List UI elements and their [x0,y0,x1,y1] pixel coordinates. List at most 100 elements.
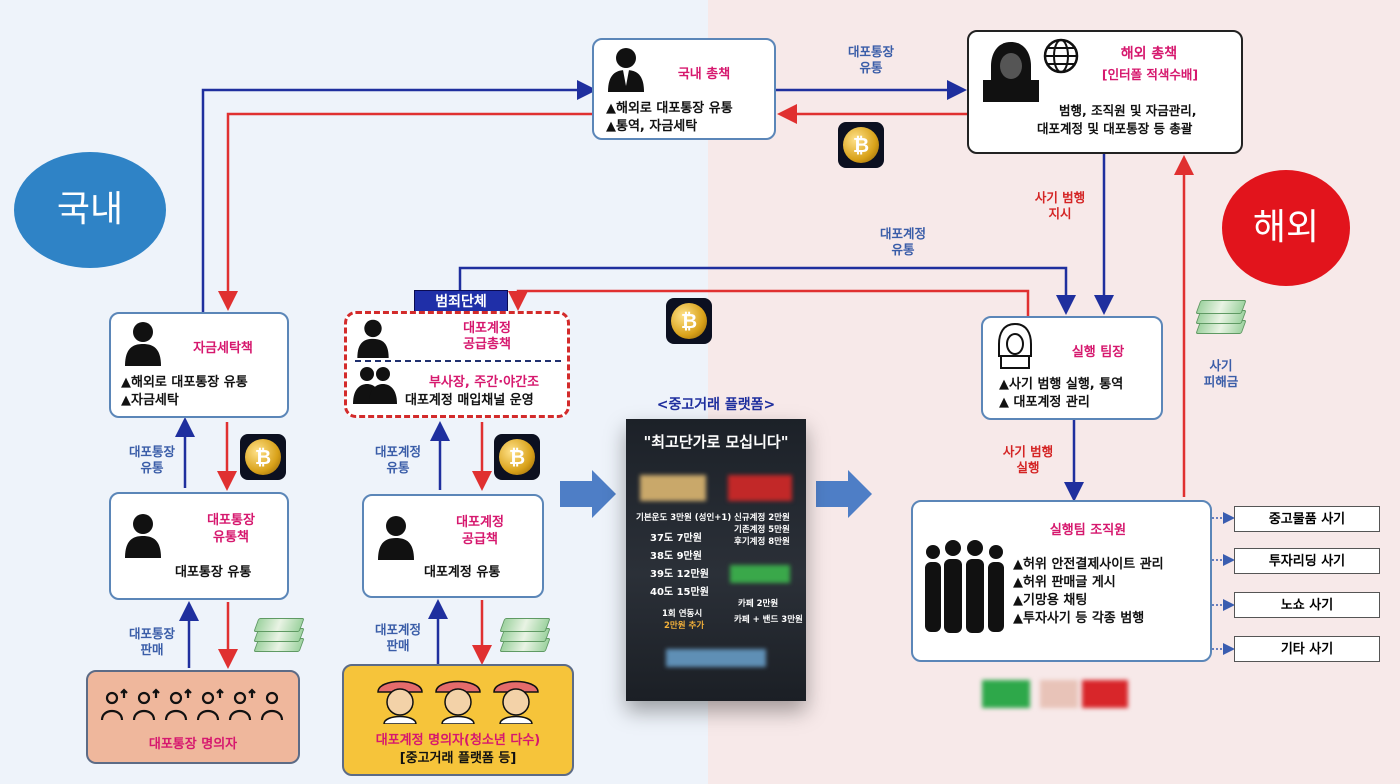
exec-team-line-1: ▲허위 안전결제사이트 관리 [1013,557,1164,572]
person-icon [125,514,161,558]
acct-supplier-title-2: 공급책 [462,532,498,547]
overseas-boss-box: 해외 총책 [인터폴 적색수배] 범행, 조직원 및 자금관리, 대포계정 및 … [967,30,1243,154]
ad-left-2: 37도 7만원 [650,533,702,544]
domestic-boss-line-1: ▲해외로 대포통장 유통 [606,101,733,116]
overseas-boss-line-1: 범행, 조직원 및 자금관리, [1059,103,1197,118]
ad-left-1: 기본운도 3만원 (성인+1) [636,513,732,523]
exec-leader-box: 실행 팀장 ▲사기 범행 실행, 통역 ▲ 대포계정 관리 [981,316,1163,420]
acct-supplier-line: 대포계정 유통 [424,565,501,580]
students-icons [377,680,539,724]
scam-type-noshow: 노쇼 사기 [1234,592,1380,618]
domestic-boss-line-2: ▲통역, 자금세탁 [606,119,698,134]
platform-label: <중고거래 플랫폼> [656,397,776,413]
ad-right-4: 카페 2만원 [738,599,779,609]
blur-block [982,680,1030,708]
globe-icon [1043,38,1079,74]
cash-icon [1192,294,1247,338]
exec-team-line-4: ▲투자사기 등 각종 범행 [1013,611,1145,626]
domestic-label: 국내 [56,189,124,230]
acct-holders-sub: [중고거래 플랫폼 등] [399,751,517,766]
exec-leader-line-1: ▲사기 범행 실행, 통역 [999,377,1124,392]
scam-type-used-goods: 중고물품 사기 [1234,506,1380,532]
laundering-line-2: ▲자금세탁 [121,393,179,408]
acct-supply-boss-title-2: 공급총책 [463,337,511,352]
bank-distributor-title-1: 대포통장 [207,513,255,528]
bank-distributor-box: 대포통장 유통책 대포통장 유통 [109,492,289,600]
crowd-icon [925,540,1004,633]
cash-icon [496,612,551,656]
ad-left-5: 40도 15만원 [650,587,709,598]
hacker-icon [998,322,1032,369]
group-icon [353,367,397,404]
ad-left-3: 38도 9만원 [650,551,702,562]
exec-team-title: 실행팀 조직원 [1049,523,1127,538]
person-icon [608,48,644,92]
scam-type-other: 기타 사기 [1234,636,1380,662]
ad-right-1: 신규계정 2만원 [734,513,790,523]
acct-supply-boss-subtitle: 부사장, 주간·야간조 [428,375,540,390]
domestic-boss-title: 국내 총책 [677,67,731,82]
overseas-boss-subtitle: [인터폴 적색수배] [1101,67,1199,82]
bitcoin-icon: ₿ [838,122,884,168]
acct-supplier-title-1: 대포계정 [456,515,504,530]
overseas-oval: 해외 [1222,170,1350,286]
cash-icon [250,612,305,656]
ad-left-7: 2만원 추가 [664,621,705,631]
blur-block [728,475,792,501]
acct-supply-boss-title-1: 대포계정 [463,321,511,336]
overseas-boss-title: 해외 총책 [1120,46,1178,62]
separator [355,360,561,362]
acct-holders-label: 대포계정 명의자(청소년 다수) [375,733,541,748]
bitcoin-icon: ₿ [666,298,712,344]
blur-block [640,475,706,501]
chevron-from-platform [816,470,872,518]
ad-left-4: 39도 12만원 [650,569,709,580]
ad-right-5: 카페 + 밴드 3만원 [734,615,803,625]
bank-distributor-title-2: 유통책 [213,530,249,545]
blur-block [1040,680,1078,708]
exec-leader-title: 실행 팀장 [1071,345,1125,360]
laundering-line-1: ▲해외로 대포통장 유통 [121,375,248,390]
exec-team-line-2: ▲허위 판매글 게시 [1013,575,1116,590]
blur-block [1082,680,1128,708]
person-icon [125,322,161,366]
overseas-boss-line-2: 대포계정 및 대포통장 등 총괄 [1037,121,1193,136]
ad-right-2: 기존계정 5만원 [734,525,790,535]
crime-group-tag: 범죄단체 [414,290,508,314]
bank-distributor-line: 대포통장 유통 [175,565,252,580]
ad-left-6: 1회 연동시 [662,609,703,619]
domestic-oval: 국내 [14,152,166,268]
platform-ad-screenshot: "최고단가로 모십니다" 기본운도 3만원 (성인+1) 37도 7만원 38도… [626,419,806,701]
exec-team-line-3: ▲기망용 채팅 [1013,593,1088,608]
scam-type-investment: 투자리딩 사기 [1234,548,1380,574]
arrow-domestic-boss-to-laundering [218,112,592,311]
acct-supplier-box: 대포계정 공급책 대포계정 유통 [362,494,544,598]
blur-block [730,565,790,583]
ad-right-3: 후기계정 8만원 [734,537,790,547]
acct-supply-boss-sub-line: 대포계정 매입채널 운영 [405,393,534,408]
hacker-icon [983,42,1039,102]
holders-icons [100,688,284,721]
bitcoin-icon: ₿ [494,434,540,480]
bank-holders-box: 대포통장 명의자 [86,670,300,764]
exec-team-box: 실행팀 조직원 ▲허위 안전결제사이트 관리 ▲허위 판매글 게시 ▲기망용 채… [911,500,1212,662]
ad-headline: "최고단가로 모십니다" [643,433,789,451]
arrow-acct-boss-to-leader [458,266,1076,315]
exec-leader-line-2: ▲ 대포계정 관리 [999,395,1090,410]
acct-holders-box: 대포계정 명의자(청소년 다수) [중고거래 플랫폼 등] [342,664,574,776]
acct-supply-boss-box: 대포계정 공급총책 부사장, 주간·야간조 대포계정 매입채널 운영 [344,311,570,418]
person-icon [357,319,389,358]
arrow-leader-to-acct-boss [508,289,1030,316]
arrow-laundering-to-domestic-boss [201,80,597,312]
overseas-label: 해외 [1252,207,1320,248]
